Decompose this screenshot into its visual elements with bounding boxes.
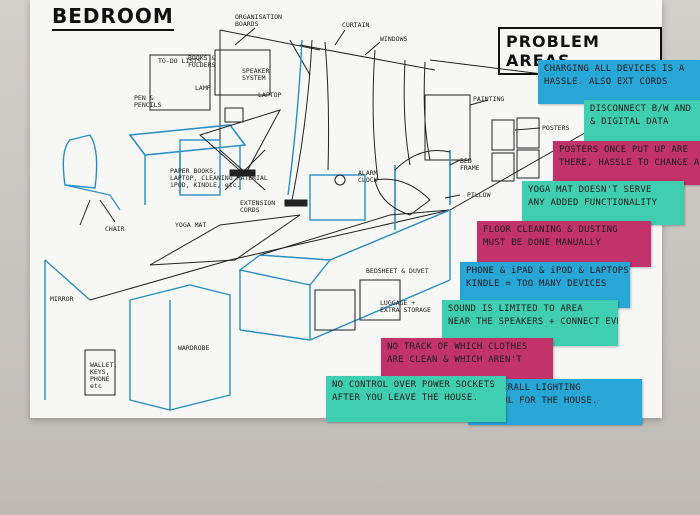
label-bedsheet: BEDSHEET & DUVET — [366, 268, 429, 275]
sketch-title: BEDROOM — [52, 4, 174, 31]
label-extension-cords: EXTENSION CORDS — [240, 200, 275, 214]
label-wallet: WALLET, KEYS, PHONE etc — [90, 362, 117, 390]
label-mirror: MIRROR — [50, 296, 73, 303]
label-windows: WINDOWS — [380, 36, 407, 43]
label-bed-frame: BED FRAME — [460, 158, 480, 172]
label-chair: CHAIR — [105, 226, 125, 233]
label-wardrobe: WARDROBE — [178, 345, 209, 352]
label-pillow: PILLOW — [467, 192, 490, 199]
label-yoga-mat: YOGA MAT — [175, 222, 206, 229]
label-lamp: LAMP — [195, 85, 211, 92]
label-materials: PAPER BOOKS, LAPTOP, CLEANING MATERIAL i… — [170, 168, 268, 189]
label-posters: POSTERS — [542, 125, 569, 132]
label-luggage: LUGGAGE + EXTRA STORAGE — [380, 300, 431, 314]
label-pen-pencils: PEN & PENCILS — [134, 95, 161, 109]
label-speaker-system: SPEAKER SYSTEM — [242, 68, 269, 82]
label-books-folders: BOOKS & FOLDERS — [188, 55, 215, 69]
label-painting: PAINTING — [473, 96, 504, 103]
label-laptop: LAPTOP — [258, 92, 281, 99]
label-alarm-clock: ALARM CLOCK — [358, 170, 378, 184]
sticky-note: DISCONNECT B/W AND& DIGITAL DATA — [584, 100, 700, 144]
label-organisation-boards: ORGANISATION BOARDS — [235, 14, 282, 28]
label-curtain: CURTAIN — [342, 22, 369, 29]
